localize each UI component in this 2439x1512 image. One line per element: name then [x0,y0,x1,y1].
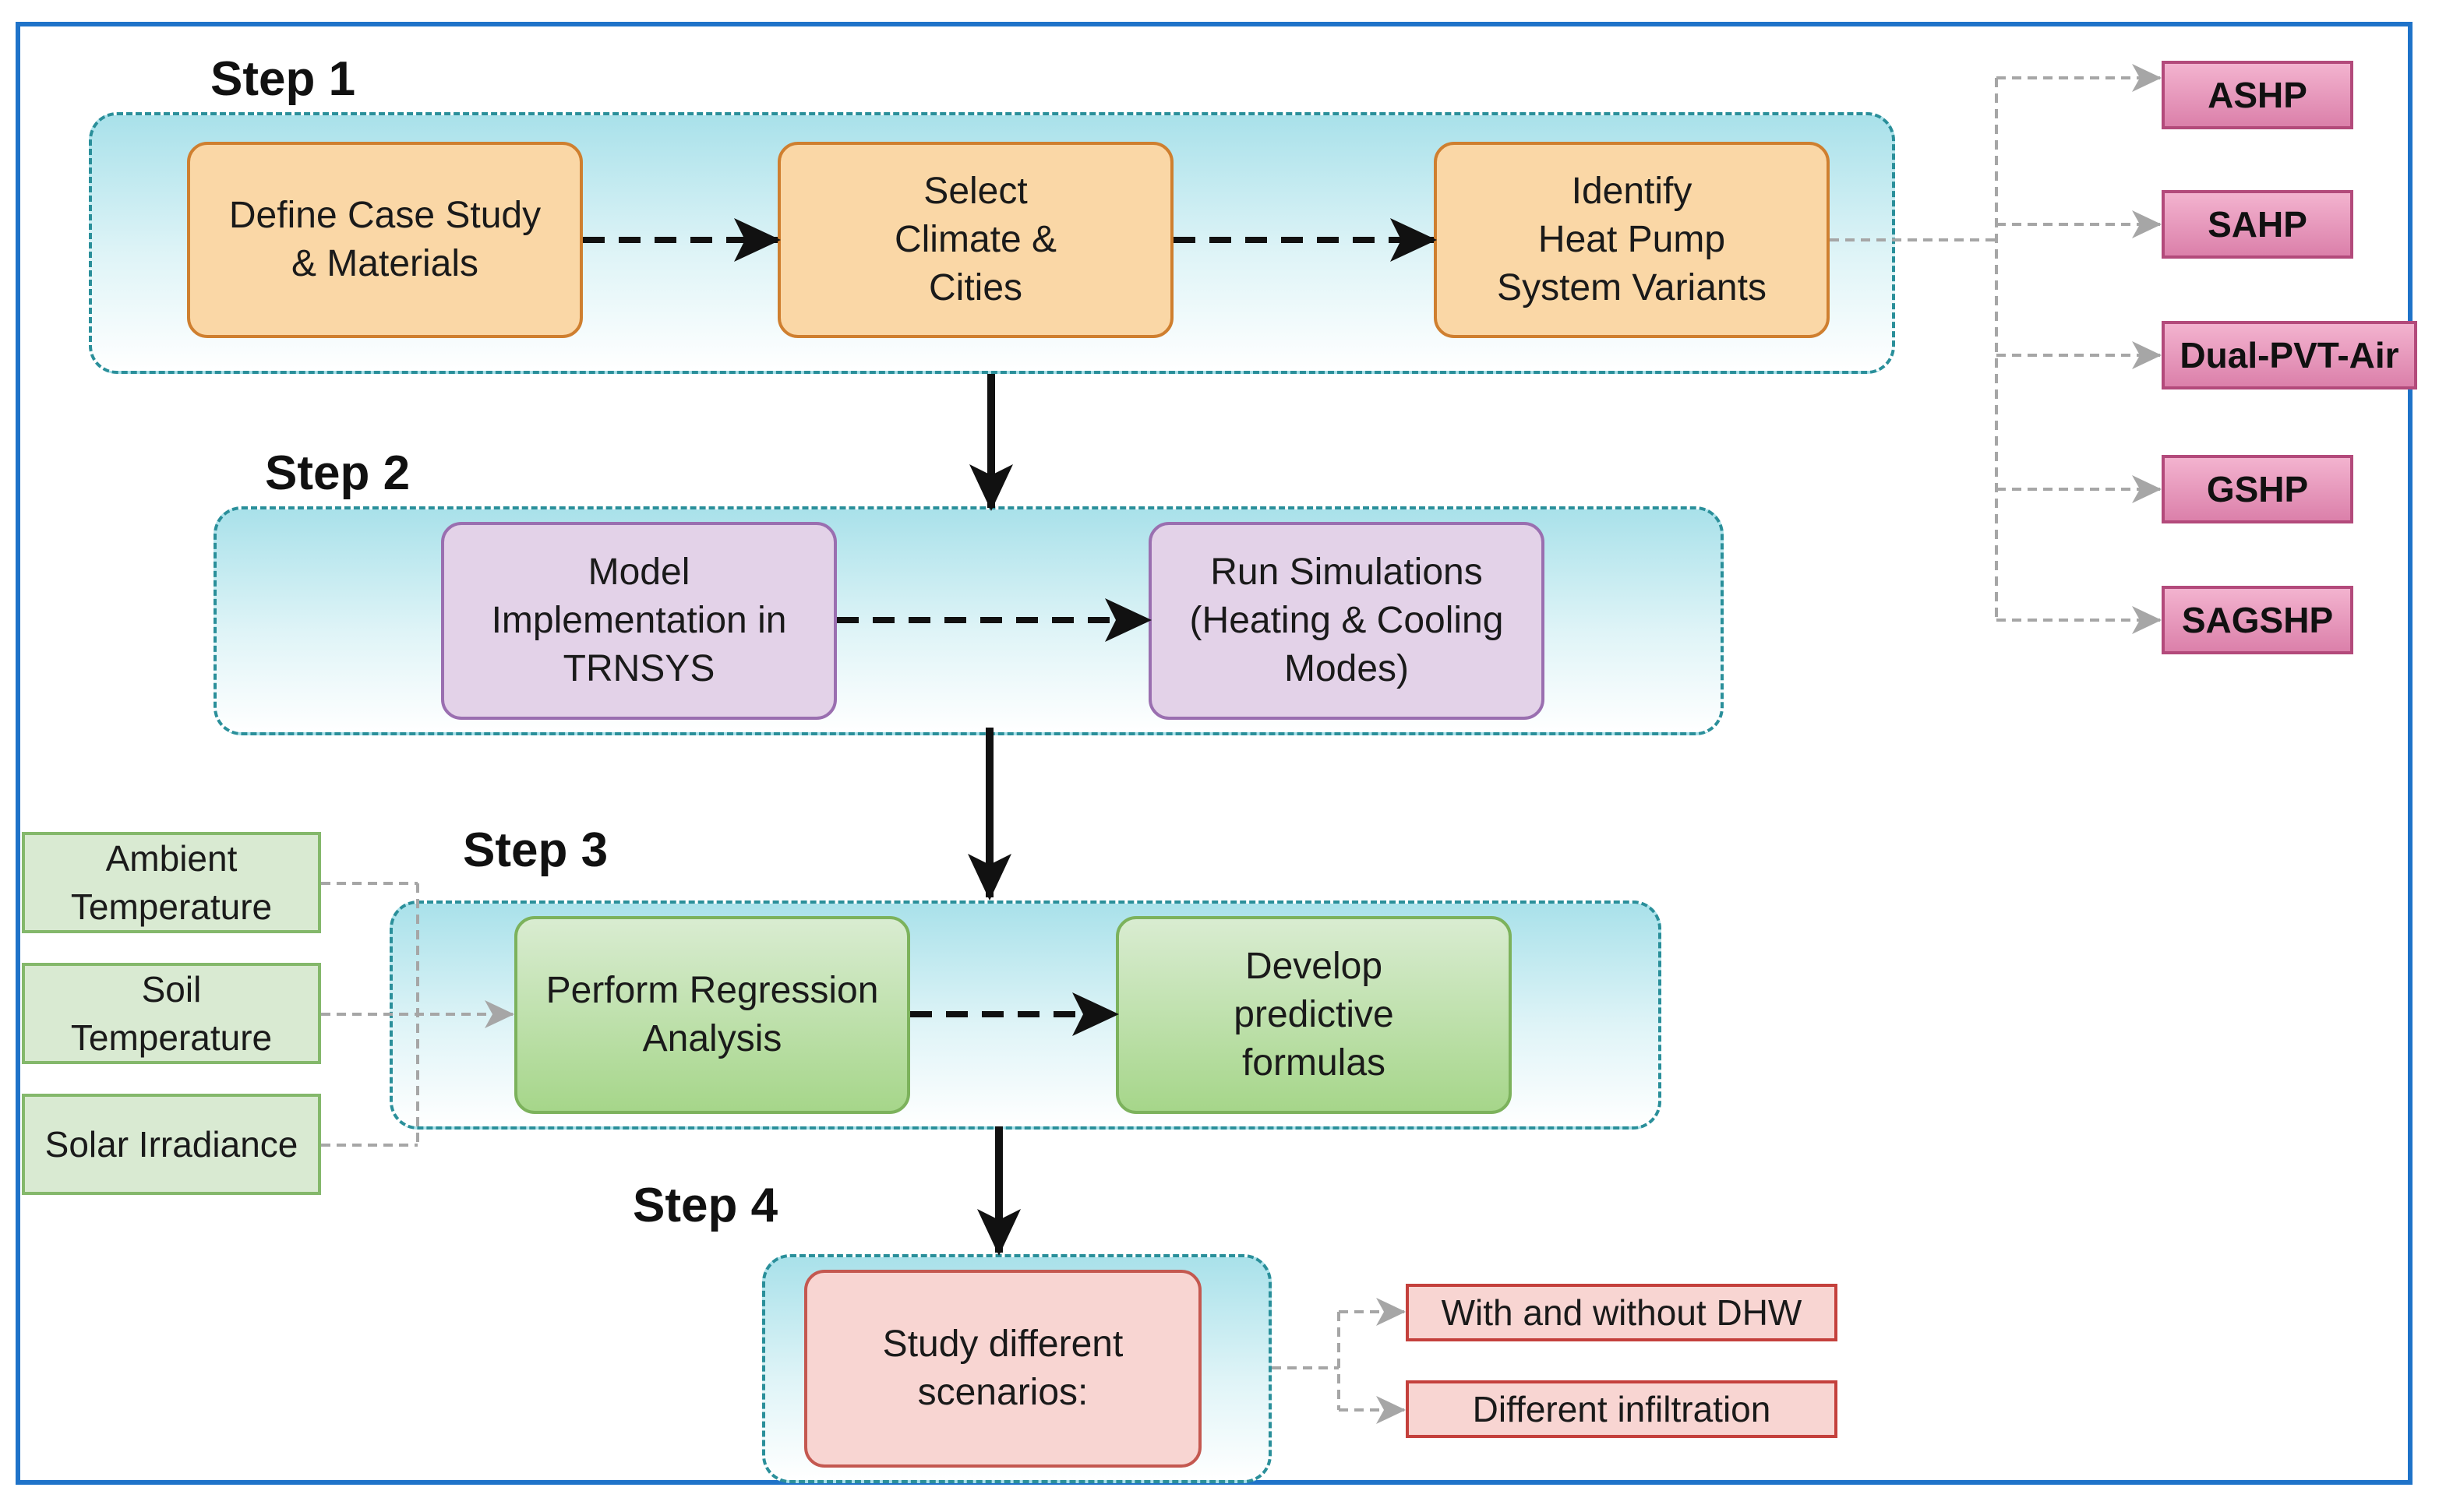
define-case-study-box: Define Case Study & Materials [187,142,583,338]
variant-dual-pvt-air: Dual-PVT-Air [2162,321,2417,389]
predictive-formulas-box: Develop predictive formulas [1116,916,1512,1114]
variant-sagshp: SAGSHP [2162,586,2353,654]
select-climate-box: Select Climate & Cities [778,142,1174,338]
step2-label: Step 2 [265,446,411,500]
input-ambient-temperature: Ambient Temperature [22,832,321,933]
scenario-dhw: With and without DHW [1406,1284,1837,1341]
step1-label: Step 1 [210,52,356,106]
scenario-infiltration: Different infiltration [1406,1380,1837,1438]
identify-heat-pump-box: Identify Heat Pump System Variants [1434,142,1830,338]
variant-sahp: SAHP [2162,190,2353,259]
variant-gshp: GSHP [2162,455,2353,523]
variant-ashp: ASHP [2162,61,2353,129]
step4-label: Step 4 [633,1179,778,1232]
input-soil-temperature: Soil Temperature [22,963,321,1064]
run-simulations-box: Run Simulations (Heating & Cooling Modes… [1149,522,1544,720]
study-scenarios-box: Study different scenarios: [804,1270,1202,1468]
step3-label: Step 3 [463,823,609,877]
regression-analysis-box: Perform Regression Analysis [514,916,910,1114]
model-implementation-box: Model Implementation in TRNSYS [441,522,837,720]
input-solar-irradiance: Solar Irradiance [22,1094,321,1195]
